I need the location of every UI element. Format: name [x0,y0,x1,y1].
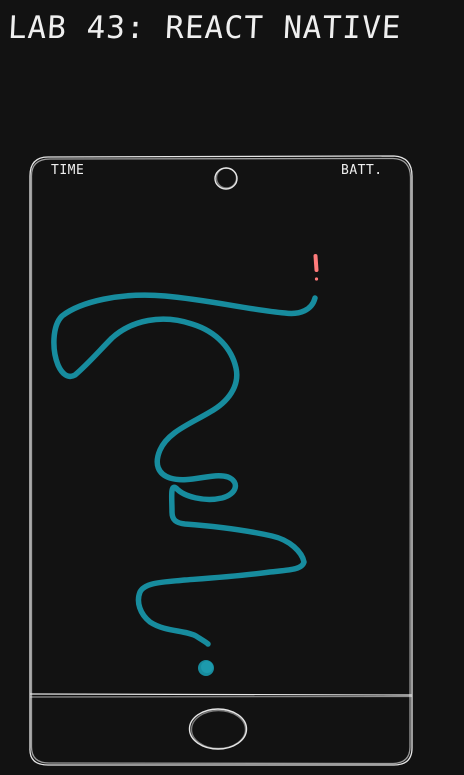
status-time-label: TIME [51,163,85,178]
question-mark-dot [198,660,214,676]
home-bezel-divider [30,693,412,698]
exclamation-mark [313,254,319,281]
status-battery-label: BATT. [341,163,383,178]
question-mark-scribble [51,292,318,647]
camera-icon [214,167,238,190]
home-button-icon[interactable] [188,708,248,750]
phone-frame [29,155,413,766]
